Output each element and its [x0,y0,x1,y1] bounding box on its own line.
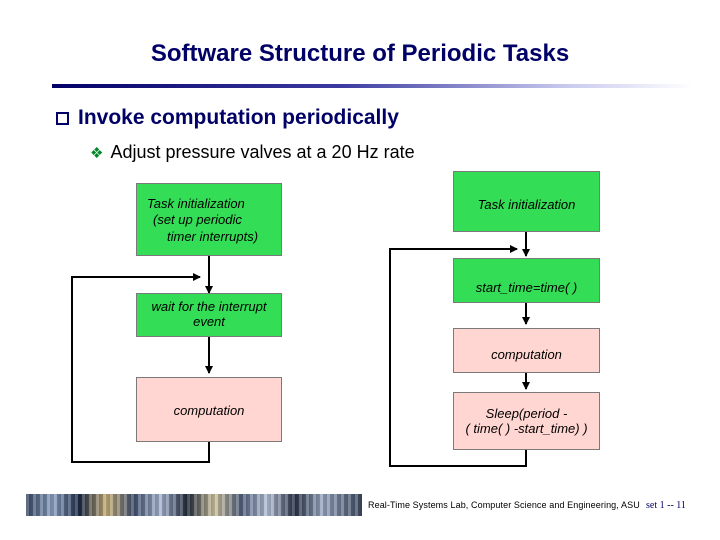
left-init-line2: (set up periodic [153,212,242,227]
right-loop-back [389,245,527,467]
left-wait-interrupt-box: wait for the interrupt event [136,293,282,337]
start-time-label: start_time=time( ) [475,280,578,295]
bullet-level1: Invoke computation periodically [56,106,399,130]
wait-line2: event [193,314,225,329]
left-computation-label: computation [173,403,245,418]
wait-line1: wait for the interrupt [151,299,267,314]
left-task-init-box: Task initialization (set up periodic tim… [136,183,282,256]
bullet-level1-text: Invoke computation periodically [78,106,399,129]
sleep-line2: ( time( ) -start_time) ) [465,421,588,436]
sleep-line1: Sleep(period - [485,406,568,421]
diamond-bullet-icon: ❖ [90,144,104,162]
left-init-line3: timer interrupts) [167,229,259,244]
right-computation-label: computation [491,347,562,362]
right-computation-box: computation [453,328,600,373]
right-start-time-box: start_time=time( ) [453,258,600,303]
bullet-level2: ❖ Adjust pressure valves at a 20 Hz rate [90,142,415,163]
footer-institution: Real-Time Systems Lab, Computer Science … [368,500,640,510]
footer-banner-image [26,494,362,516]
page-number: set 1 -- 11 [646,500,686,511]
left-computation-box: computation [136,377,282,442]
left-init-line1: Task initialization [147,196,245,211]
left-loop-back [71,273,210,463]
bullet-level2-text: Adjust pressure valves at a 20 Hz rate [110,142,415,162]
title-underline [52,84,692,88]
square-bullet-icon [56,111,69,125]
right-init-label: Task initialization [477,197,576,212]
right-task-init-box: Task initialization [453,171,600,232]
sleep-box: Sleep(period - ( time( ) -start_time) ) [453,392,600,450]
slide-title: Software Structure of Periodic Tasks [150,40,570,67]
